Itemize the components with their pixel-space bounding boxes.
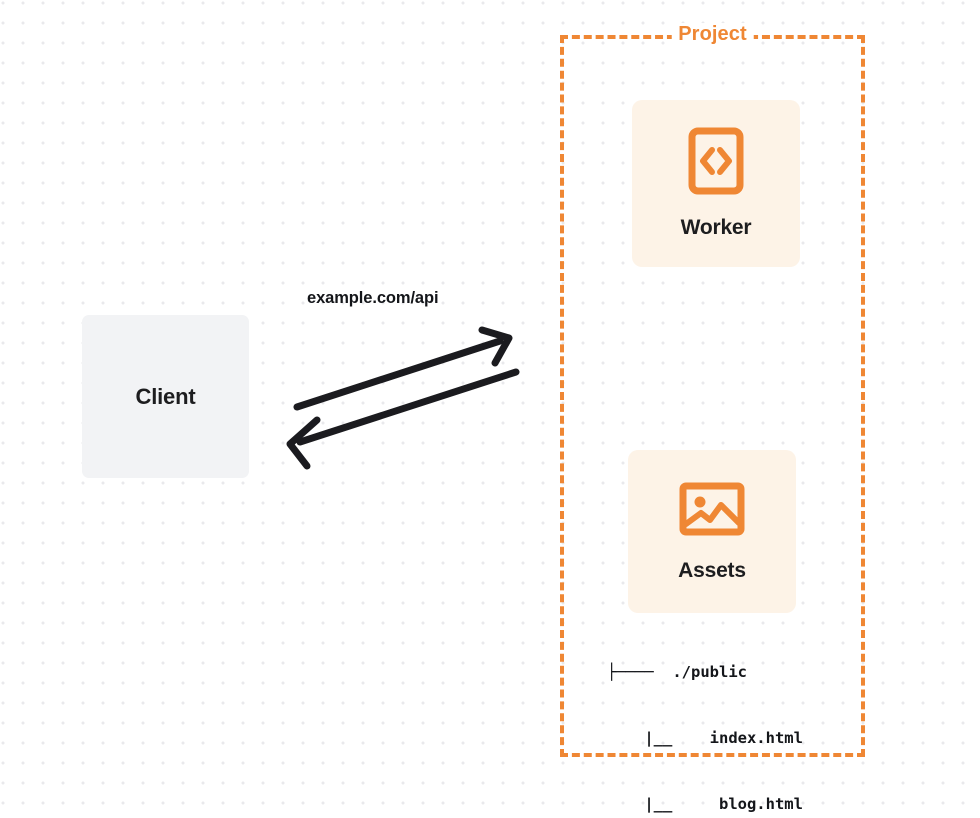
assets-node: Assets [628,450,796,613]
file-tree-row: |__ blog.html [607,795,803,813]
image-icon [679,480,745,543]
project-boundary: Project [560,23,865,757]
file-tree-row: |__ index.html [607,729,803,747]
code-brackets-icon [688,127,744,200]
connection-label: example.com/api [307,289,439,307]
file-tree-row: ├──── ./public [607,663,747,681]
file-tree: ├──── ./public |__ index.html |__ blog.h… [607,617,803,818]
worker-label: Worker [680,216,752,239]
client-node: Client [82,315,249,478]
request-arrow [293,326,513,411]
assets-label: Assets [678,559,746,582]
client-label: Client [135,383,196,409]
project-title: Project [671,23,754,47]
worker-node: Worker [632,100,800,267]
response-arrow [286,368,520,470]
